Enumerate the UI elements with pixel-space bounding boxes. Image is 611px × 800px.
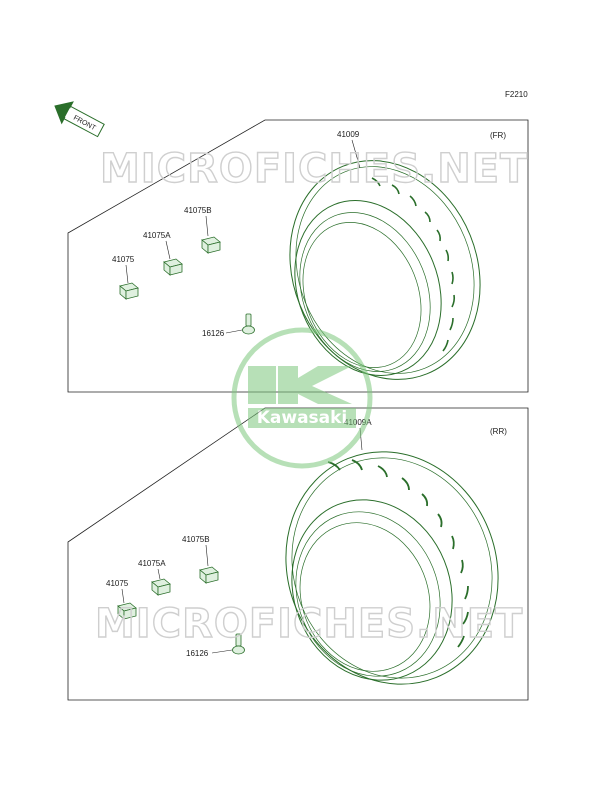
- rear-position-label: (RR): [490, 427, 507, 436]
- front-section-frame: [67, 119, 529, 393]
- front-tire: [289, 160, 481, 380]
- rear-weight-a-part-number: 41075A: [138, 559, 166, 568]
- rear-weight-part-number: 41075: [106, 579, 129, 588]
- front-arrow-icon: FRONT: [54, 101, 105, 138]
- front-weight-b-part-number: 41075B: [184, 206, 212, 215]
- watermark-bottom: MICROFICHES.NET: [95, 601, 523, 647]
- rear-tire-part-number: 41009A: [344, 418, 372, 427]
- front-section: (FR) 41009: [67, 119, 529, 393]
- rear-section-frame: [67, 407, 529, 701]
- watermark-top: MICROFICHES.NET: [100, 146, 528, 192]
- rear-balance-weight: [117, 602, 137, 620]
- front-weight-part-number: 41075: [112, 255, 135, 264]
- front-tire-part-number: 41009: [337, 130, 360, 139]
- rear-balance-weight-a: [151, 578, 171, 596]
- front-balance-weight: [119, 282, 139, 300]
- rear-valve-stem: [232, 633, 245, 655]
- front-weight-a-part-number: 41075A: [143, 231, 171, 240]
- logo-text: Kawasaki: [257, 408, 348, 428]
- front-balance-weight-b: [201, 236, 221, 254]
- front-balance-weight-a: [163, 258, 183, 276]
- rear-valve-part-number: 16126: [186, 649, 209, 658]
- rear-section: (RR) 41009A: [67, 407, 529, 701]
- front-valve-part-number: 16126: [202, 329, 225, 338]
- front-valve-stem: [242, 313, 255, 335]
- rear-tire: [285, 451, 499, 685]
- rear-weight-b-part-number: 41075B: [182, 535, 210, 544]
- kawasaki-logo: Kawasaki: [231, 327, 373, 469]
- rear-balance-weight-b: [199, 566, 219, 584]
- front-position-label: (FR): [490, 131, 506, 140]
- figure-code: F2210: [505, 90, 528, 99]
